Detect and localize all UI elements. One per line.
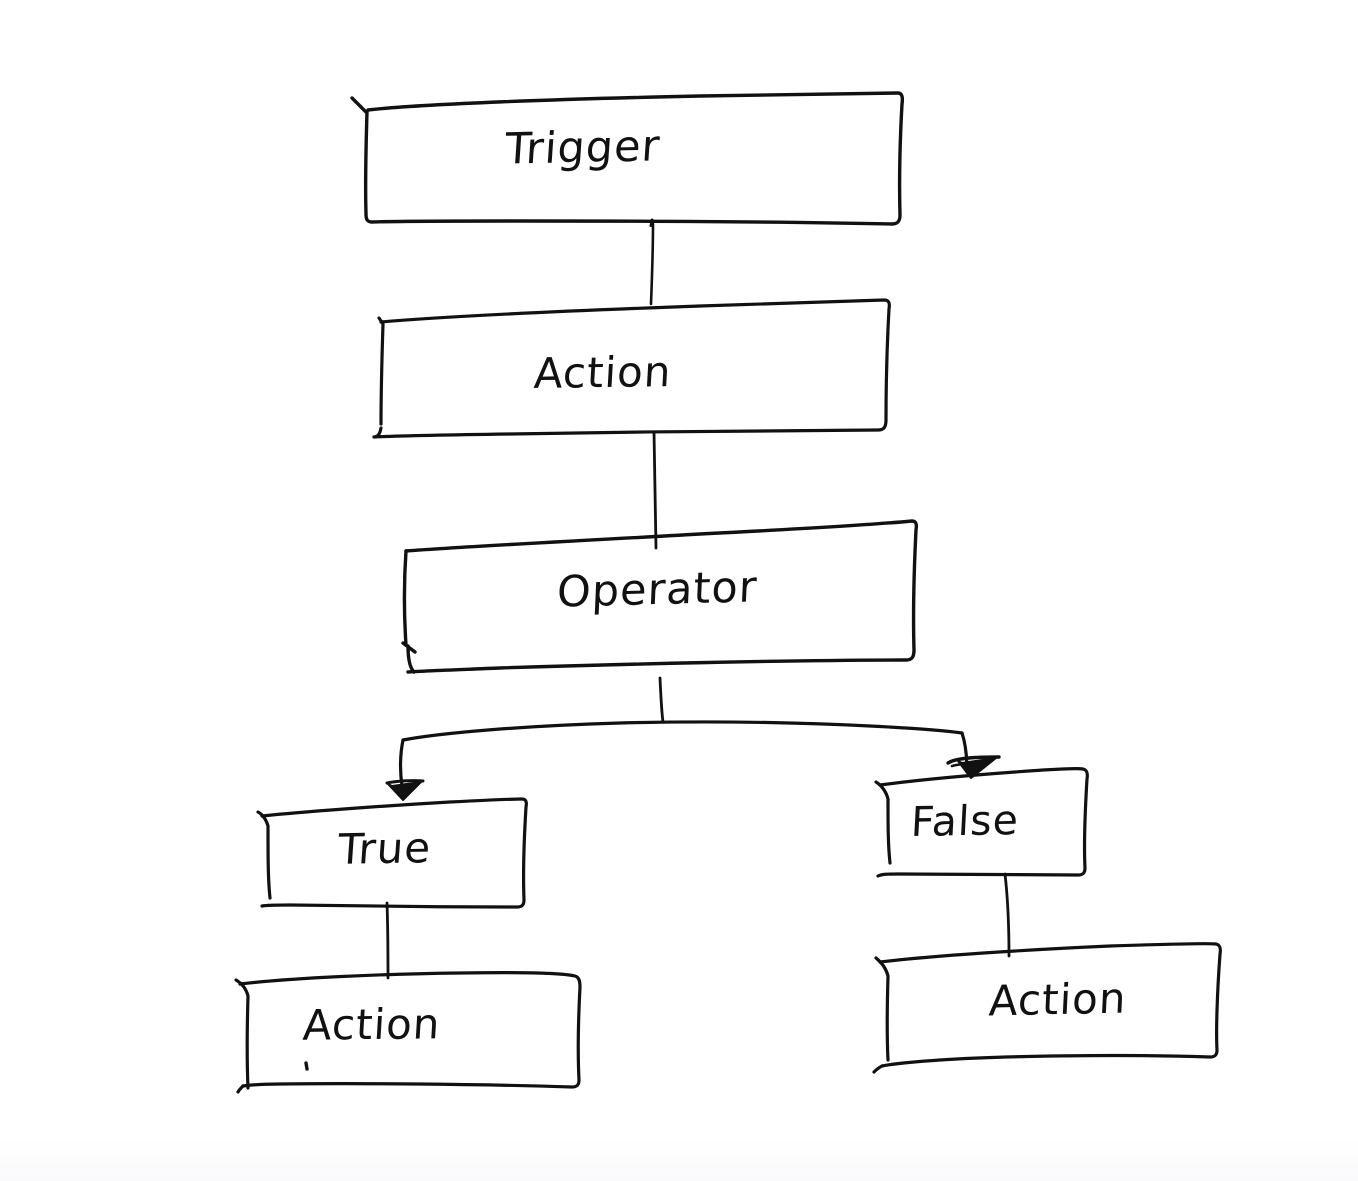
edge-trigger-to-action — [649, 218, 655, 306]
arrowhead-false — [946, 755, 1001, 779]
node-box-false[interactable] — [874, 767, 1089, 878]
node-box-trigger[interactable] — [350, 91, 905, 226]
node-box-operator[interactable] — [401, 519, 919, 674]
edge-true-to-action — [385, 901, 390, 980]
edge-action-to-operator — [652, 430, 658, 550]
node-box-action-3[interactable] — [872, 942, 1222, 1074]
node-box-action-1[interactable] — [372, 298, 891, 439]
edge-false-to-action — [1003, 872, 1011, 958]
arrowhead-true — [385, 779, 425, 801]
node-box-true[interactable] — [256, 797, 528, 909]
node-box-action-2[interactable] — [234, 971, 582, 1094]
